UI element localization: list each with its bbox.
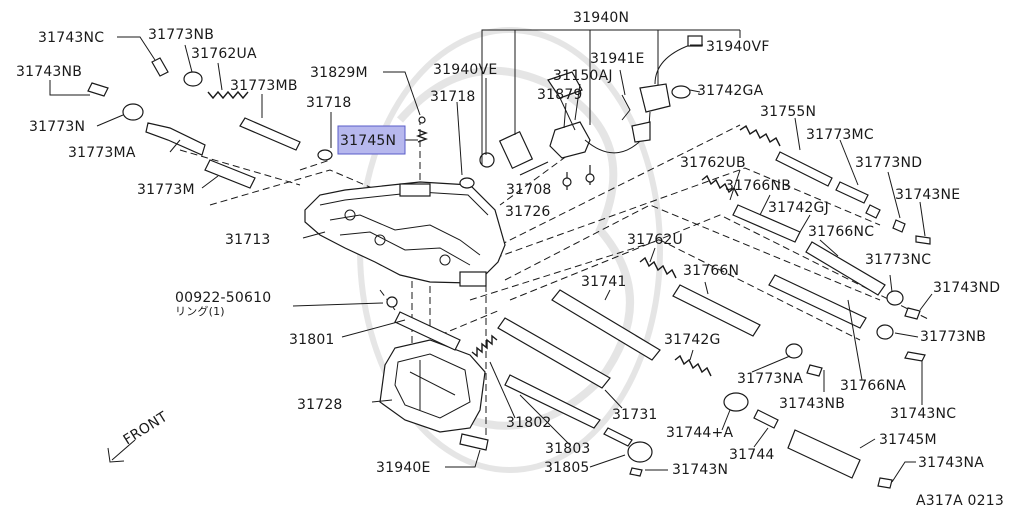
label-31718-b[interactable]: 31718 [430, 89, 476, 105]
label-31941E[interactable]: 31941E [590, 51, 645, 67]
label-31742G[interactable]: 31742G [664, 332, 721, 348]
label-31728[interactable]: 31728 [297, 397, 343, 413]
label-31743NC-b[interactable]: 31743NC [890, 406, 956, 422]
label-31773NB-a[interactable]: 31773NB [148, 27, 214, 43]
label-31773MC[interactable]: 31773MC [806, 127, 874, 143]
solenoid-assembly-shape [479, 35, 703, 190]
label-31940VE[interactable]: 31940VE [433, 62, 497, 78]
label-31743NE[interactable]: 31743NE [895, 187, 960, 203]
label-31879[interactable]: 31879 [537, 87, 583, 103]
label-31743NB-b[interactable]: 31743NB [779, 396, 845, 412]
label-31940N[interactable]: 31940N [573, 10, 629, 26]
separator-plate-shape [379, 339, 486, 433]
label-31743ND[interactable]: 31743ND [933, 280, 1000, 296]
front-direction-arrow [107, 439, 136, 463]
front-label: FRONT [121, 409, 171, 449]
label-31766NC[interactable]: 31766NC [808, 224, 874, 240]
label-31745N[interactable]: 31745N [340, 133, 396, 149]
label-31731[interactable]: 31731 [612, 407, 658, 423]
label-31940E[interactable]: 31940E [376, 460, 431, 476]
label-31773N[interactable]: 31773N [29, 119, 85, 135]
label-31743NA[interactable]: 31743NA [918, 455, 984, 471]
label-31743N[interactable]: 31743N [672, 462, 728, 478]
label-31773NC[interactable]: 31773NC [865, 252, 931, 268]
part-labels: 31940N 31941E 31940VF 31743NC 31773NB 31… [16, 10, 1004, 509]
label-31766NB[interactable]: 31766NB [725, 178, 791, 194]
label-31801[interactable]: 31801 [289, 332, 335, 348]
label-ring-qty: リング(1) [175, 304, 225, 318]
label-31150AJ[interactable]: 31150AJ [553, 68, 613, 84]
label-31743NB-a[interactable]: 31743NB [16, 64, 82, 80]
label-31745M[interactable]: 31745M [879, 432, 937, 448]
label-31773M[interactable]: 31773M [137, 182, 195, 198]
label-31713[interactable]: 31713 [225, 232, 271, 248]
label-31708[interactable]: 31708 [506, 182, 552, 198]
label-31726[interactable]: 31726 [505, 204, 551, 220]
label-31773ND[interactable]: 31773ND [855, 155, 922, 171]
label-31744[interactable]: 31744 [729, 447, 775, 463]
label-31741[interactable]: 31741 [581, 274, 627, 290]
right-parts-shapes [386, 124, 931, 489]
label-31805[interactable]: 31805 [544, 460, 590, 476]
label-31755N[interactable]: 31755N [760, 104, 816, 120]
label-31762U[interactable]: 31762U [627, 232, 683, 248]
label-31773NA[interactable]: 31773NA [737, 371, 803, 387]
label-31742GA[interactable]: 31742GA [697, 83, 764, 99]
label-31744plusA[interactable]: 31744+A [666, 425, 733, 441]
left-parts-shapes [87, 57, 475, 189]
label-31742GJ[interactable]: 31742GJ [768, 200, 829, 216]
label-00922-50610[interactable]: 00922-50610 [175, 290, 271, 306]
label-31829M[interactable]: 31829M [310, 65, 368, 81]
label-31762UA[interactable]: 31762UA [191, 46, 257, 62]
leader-lines [49, 29, 933, 483]
label-31718-a[interactable]: 31718 [306, 95, 352, 111]
label-31773MA[interactable]: 31773MA [68, 145, 136, 161]
label-31773NB-b[interactable]: 31773NB [920, 329, 986, 345]
label-31762UB[interactable]: 31762UB [680, 155, 746, 171]
label-31773MB[interactable]: 31773MB [230, 78, 298, 94]
label-31803[interactable]: 31803 [545, 441, 591, 457]
label-31940VF[interactable]: 31940VF [706, 39, 770, 55]
label-31766N[interactable]: 31766N [683, 263, 739, 279]
valve-body-shape [304, 181, 506, 287]
drawing-code: A317A 0213 [916, 493, 1004, 509]
label-31766NA[interactable]: 31766NA [840, 378, 906, 394]
highlight-box-31745N [337, 125, 406, 155]
projection-lines [179, 120, 931, 438]
label-31802[interactable]: 31802 [506, 415, 552, 431]
label-31743NC-a[interactable]: 31743NC [38, 30, 104, 46]
